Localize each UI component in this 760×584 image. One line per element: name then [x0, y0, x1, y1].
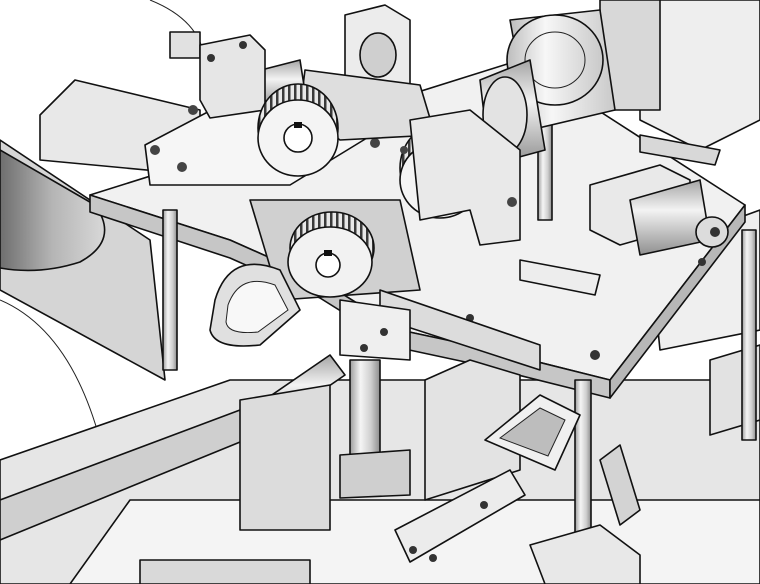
bracket-hole — [507, 197, 517, 207]
motor-coupling-ring — [524, 31, 586, 89]
block-hole — [188, 105, 198, 115]
slot-bracket — [519, 259, 601, 296]
support-column-left — [162, 209, 178, 371]
block-hole — [370, 138, 380, 148]
timing-pulley-lower — [287, 211, 375, 298]
support-column-right — [741, 229, 757, 441]
left-drum — [0, 149, 106, 272]
bracket-left — [199, 34, 266, 119]
front-block-right — [529, 524, 641, 584]
slide-block-center — [339, 299, 411, 361]
shaft-collar-left — [169, 31, 201, 59]
side-rail-right — [639, 134, 721, 166]
front-clamp-plate — [394, 469, 526, 563]
plate-hole — [698, 258, 706, 266]
block-hole — [150, 145, 160, 155]
base-slot — [139, 559, 311, 584]
clamp-hole — [480, 501, 488, 509]
cylinder-mount-block — [239, 384, 331, 531]
clamp-hole — [429, 554, 437, 562]
left-curve-outline — [0, 299, 101, 441]
bearing-bore — [359, 32, 397, 78]
vertical-slide — [349, 359, 381, 471]
mounting-plate-right-edge — [609, 204, 746, 399]
timing-pulley-left — [257, 83, 339, 177]
bracket-hole — [207, 54, 215, 62]
block-hole — [177, 162, 187, 172]
bracket-hole — [400, 146, 408, 154]
pneumatic-cylinder-right — [589, 164, 729, 256]
plate-hole — [590, 350, 600, 360]
block-hole — [360, 344, 368, 352]
clamp-hole — [409, 546, 417, 554]
block-hole — [380, 328, 388, 336]
pulley-bracket-right — [409, 109, 521, 246]
cylinder-foot — [339, 449, 411, 499]
belt-loop-inner — [225, 280, 289, 333]
bracket-hole — [239, 41, 247, 49]
parts-tray-inner — [498, 407, 566, 457]
gusset-bracket — [599, 444, 641, 526]
